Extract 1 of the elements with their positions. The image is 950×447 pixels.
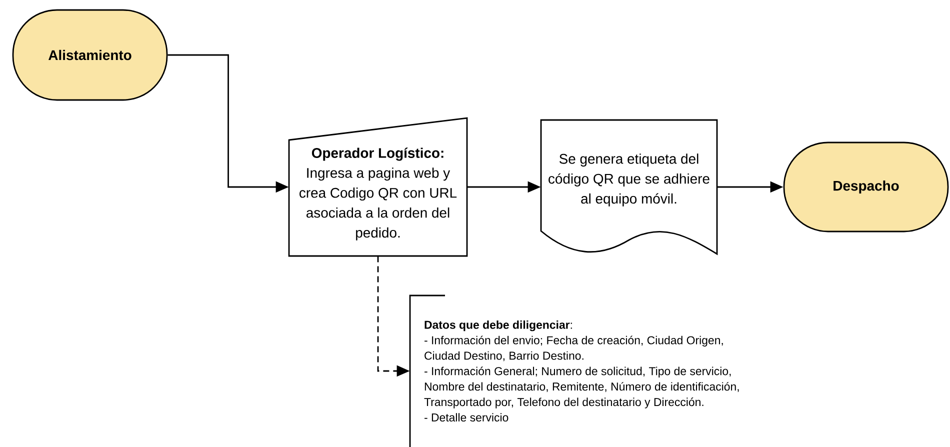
annotation-bracket: Datos que debe diligenciar: - Información del envio; Fecha de creación, Ciudad Origen, Ciudad Destino, Barrio Destino. - Información General; Numero de solicitud, Tipo de servicio, Nombre del destinatario, Remitente, Número de identificación, Transportado por, Telefono del destinatario y Dirección. - Detalle servicio [409,294,739,447]
